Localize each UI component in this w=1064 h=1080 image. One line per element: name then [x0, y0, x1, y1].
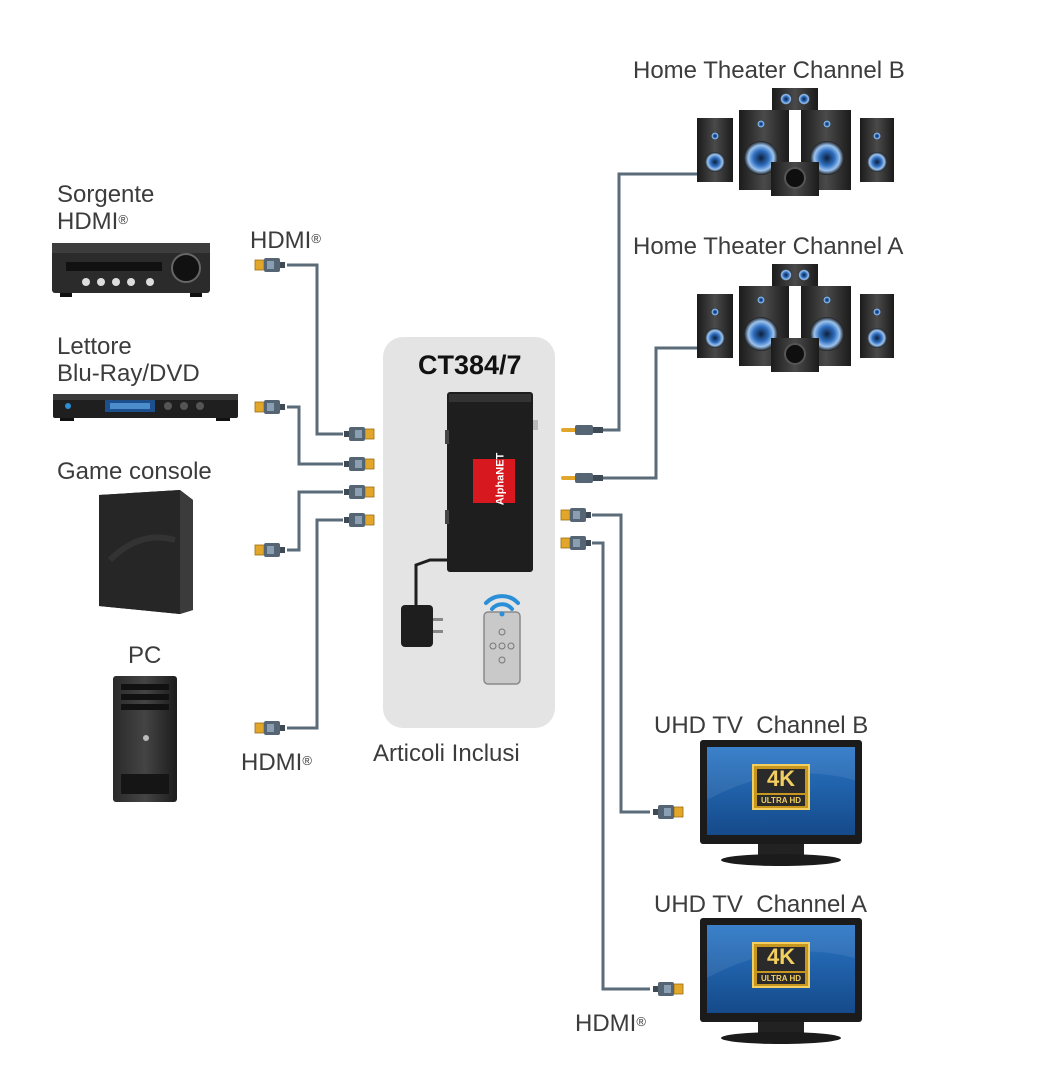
hdmi-plug	[343, 426, 375, 442]
alphanet-logo-text: AlphaNET	[494, 452, 507, 506]
label-tv-a: UHD TV Channel A	[654, 891, 867, 918]
tv-a-4k-badge: 4K	[766, 944, 796, 969]
label-hdmi-right: HDMI®	[575, 1011, 646, 1037]
badge-hd: HD	[789, 974, 801, 983]
pc-tower-icon	[113, 676, 177, 802]
cable-bluray	[287, 405, 343, 466]
hdmi-plug	[652, 981, 684, 997]
power-adapter-icon	[401, 558, 447, 647]
cable-game-console	[287, 490, 343, 552]
hdmi-plug	[254, 399, 286, 415]
badge-hd: HD	[789, 796, 801, 805]
tv-b-ultrahd-badge: ULTRA HD	[757, 795, 805, 806]
cable-tv-a	[592, 541, 650, 991]
label-hdmi-top: HDMI®	[250, 228, 321, 254]
audio-jack	[561, 473, 603, 483]
switch-device	[445, 392, 538, 572]
label-hdmi-text: HDMI	[250, 227, 312, 254]
bluray-player-icon	[53, 394, 238, 421]
label-home-theater-b: Home Theater Channel B	[633, 57, 905, 84]
home-theater-b-speakers-icon	[696, 87, 895, 197]
hdmi-plug	[254, 542, 286, 558]
game-console-icon	[99, 490, 193, 614]
input-cables	[287, 263, 343, 730]
label-bluray-line1: Lettore	[57, 333, 132, 360]
label-bluray-line2: Blu-Ray/DVD	[57, 360, 200, 387]
cable-home-theater-a	[600, 346, 697, 480]
label-home-theater-a: Home Theater Channel A	[633, 233, 904, 260]
wireless-signal-icon	[484, 594, 520, 617]
label-included-items: Articoli Inclusi	[373, 740, 520, 767]
output-cables	[592, 172, 697, 991]
tv-a-ultrahd-badge: ULTRA HD	[757, 973, 805, 984]
hdmi-plug	[652, 804, 684, 820]
hdmi-source-receiver-icon	[52, 243, 210, 297]
label-hdmi-source-line2: HDMI®	[57, 209, 128, 235]
hdmi-plug	[343, 512, 375, 528]
registered-mark: ®	[636, 1014, 646, 1029]
cable-hdmi-source	[287, 263, 343, 436]
hdmi-plug	[254, 720, 286, 736]
hdmi-plug	[560, 535, 592, 551]
home-theater-a-speakers-icon	[696, 263, 895, 373]
tv-b-4k-badge: 4K	[766, 766, 796, 791]
registered-mark: ®	[311, 231, 321, 246]
label-game-console: Game console	[57, 458, 212, 485]
cable-pc	[287, 518, 343, 730]
hdmi-plug	[343, 484, 375, 500]
registered-mark: ®	[118, 212, 128, 227]
hdmi-plug	[560, 507, 592, 523]
alphanet-logo	[473, 459, 515, 503]
remote-control-icon	[483, 611, 521, 685]
badge-ultra: ULTRA	[760, 974, 788, 983]
label-hdmi-text: HDMI	[575, 1010, 637, 1037]
label-hdmi-text: HDMI	[57, 208, 119, 235]
label-tv-b: UHD TV Channel B	[654, 712, 869, 739]
hdmi-plug	[343, 456, 375, 472]
audio-jack	[561, 425, 603, 435]
label-hdmi-text: HDMI	[241, 749, 303, 776]
label-hdmi-source-line1: Sorgente	[57, 181, 155, 208]
device-model-title: CT384/7	[418, 350, 522, 380]
cable-tv-b	[592, 513, 650, 814]
hdmi-plug	[254, 257, 286, 273]
cable-home-theater-b	[600, 172, 697, 432]
label-pc: PC	[128, 642, 162, 669]
label-hdmi-bottom: HDMI®	[241, 750, 312, 776]
badge-ultra: ULTRA	[760, 796, 788, 805]
registered-mark: ®	[302, 753, 312, 768]
